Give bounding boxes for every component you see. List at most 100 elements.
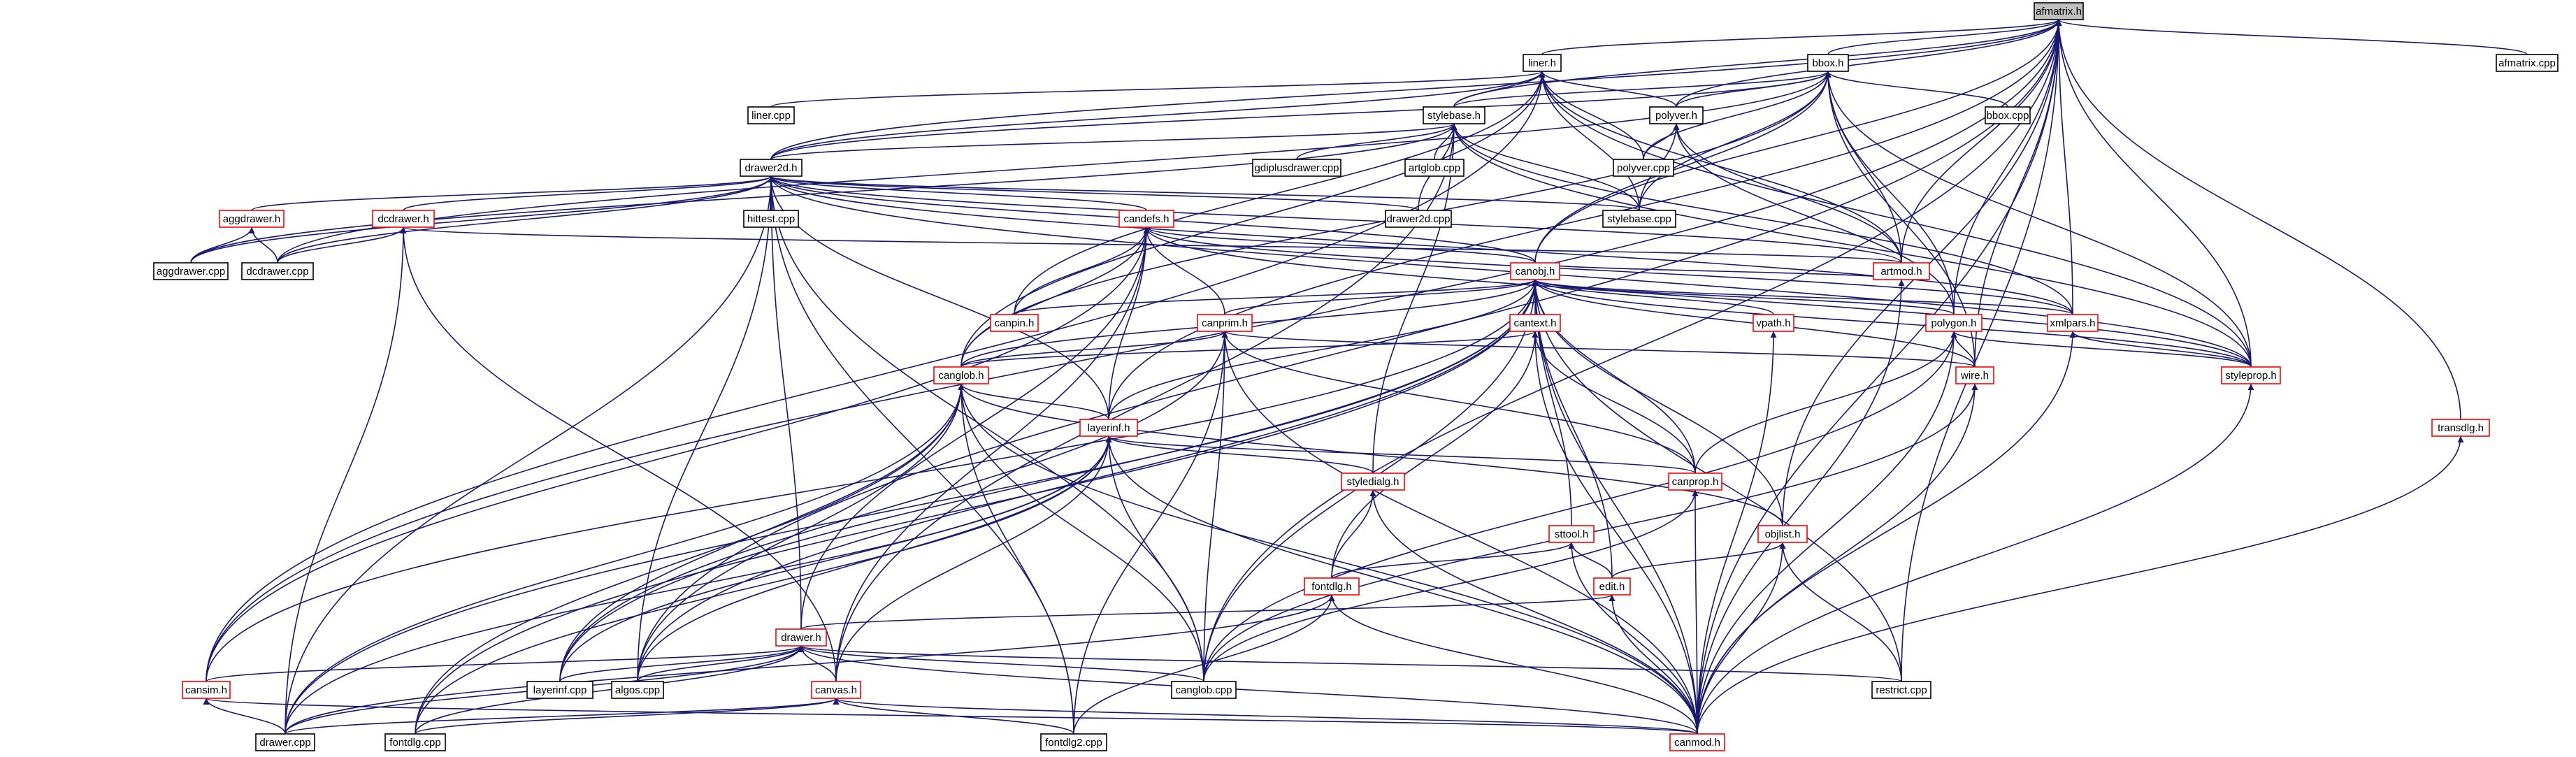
- node-box: [1985, 106, 2031, 124]
- node-canprim-h[interactable]: canprim.h: [1197, 314, 1253, 332]
- edge-polygon_h-to-afmatrix_h: [1953, 19, 2062, 315]
- node-canobj-h[interactable]: canobj.h: [1510, 262, 1560, 280]
- node-canvas-h[interactable]: canvas.h: [811, 681, 861, 699]
- node-label: vpath.h: [1756, 317, 1790, 329]
- node-artmod-h[interactable]: artmod.h: [1873, 262, 1930, 280]
- node-canpin-h[interactable]: canpin.h: [990, 314, 1039, 332]
- node-box: [933, 366, 989, 384]
- node-box: [1757, 525, 1808, 543]
- node-label: fontdlg2.cpp: [1045, 737, 1102, 749]
- node-fontdlg-h[interactable]: fontdlg.h: [1304, 577, 1360, 596]
- edge-canmod_h-to-transdlg_h: [1697, 435, 2464, 735]
- edge-layerinf_h-to-candefs_h: [1108, 226, 1150, 420]
- node-box: [775, 628, 827, 647]
- node-afmatrix-cpp[interactable]: afmatrix.cpp: [2496, 54, 2559, 72]
- edge-xmlpars_h-to-stylebase_h: [1451, 123, 2073, 315]
- node-bbox-cpp[interactable]: bbox.cpp: [1985, 106, 2031, 124]
- node-gdiplusdrawer-cpp[interactable]: gdiplusdrawer.cpp: [1252, 159, 1341, 177]
- edge-canglob_cpp-to-canglob_h: [958, 383, 1204, 682]
- node-canglob-h[interactable]: canglob.h: [933, 366, 989, 384]
- node-canprop-h[interactable]: canprop.h: [1668, 473, 1722, 491]
- node-box: [1404, 159, 1465, 177]
- edge-fontdlg_cpp-to-canglob_h: [415, 383, 965, 735]
- node-drawer2d-h[interactable]: drawer2d.h: [740, 159, 803, 177]
- node-hittest-cpp[interactable]: hittest.cpp: [743, 210, 799, 228]
- edge-fontdlg_cpp-to-drawer_h: [415, 645, 805, 735]
- node-label: transdlg.h: [2438, 422, 2484, 434]
- node-aggdrawer-cpp[interactable]: aggdrawer.cpp: [153, 262, 229, 280]
- node-label: styledialg.h: [1346, 476, 1399, 488]
- node-restrict-cpp[interactable]: restrict.cpp: [1871, 681, 1931, 699]
- node-box: [1955, 366, 1994, 384]
- node-layerinf-h[interactable]: layerinf.h: [1079, 419, 1138, 437]
- node-algos-cpp[interactable]: algos.cpp: [611, 681, 664, 699]
- edge-fontdlg2_cpp-to-fontdlg_h: [1073, 594, 1335, 735]
- edge-fontdlg_h-to-sttool_h: [1331, 542, 1575, 579]
- node-box: [1304, 577, 1360, 596]
- edge-canglob_cpp-to-canprop_h: [1203, 489, 1699, 682]
- node-drawer-h[interactable]: drawer.h: [775, 628, 827, 647]
- node-box: [990, 314, 1039, 332]
- node-box: [2431, 419, 2490, 437]
- node-box: [1602, 210, 1676, 228]
- node-transdlg-h[interactable]: transdlg.h: [2431, 419, 2490, 437]
- edge-styleprop_h-to-xmlpars_h: [2069, 331, 2252, 368]
- node-layerinf-cpp[interactable]: layerinf.cpp: [526, 681, 593, 699]
- edge-polygon_h-to-polyver_h: [1673, 123, 1955, 315]
- node-polygon-h[interactable]: polygon.h: [1925, 314, 1983, 332]
- node-canglob-cpp[interactable]: canglob.cpp: [1171, 681, 1237, 699]
- node-wire-h[interactable]: wire.h: [1955, 366, 1994, 384]
- node-objlist-h[interactable]: objlist.h: [1757, 525, 1808, 543]
- edge-restrict_cpp-to-drawer_h: [798, 645, 1902, 682]
- node-styleprop-h[interactable]: styleprop.h: [2221, 366, 2281, 384]
- edge-canmod_h-to-afmatrix_h: [1697, 19, 2062, 735]
- edge-cansim_h-to-liner_h: [206, 71, 1546, 682]
- edge-canmod_h-to-polygon_h: [1697, 331, 1957, 735]
- node-stylebase-h[interactable]: stylebase.h: [1423, 106, 1485, 124]
- node-xmlpars-h[interactable]: xmlpars.h: [2047, 314, 2099, 332]
- node-box: [526, 681, 593, 699]
- node-cansim-h[interactable]: cansim.h: [182, 681, 231, 699]
- node-afmatrix-h[interactable]: afmatrix.h: [2034, 2, 2084, 20]
- node-fontdlg-cpp[interactable]: fontdlg.cpp: [384, 733, 446, 751]
- edge-polyver_h-to-liner_h: [1539, 71, 1677, 108]
- edge-canmod_h-to-drawer_h: [798, 645, 1698, 735]
- node-artglob-cpp[interactable]: artglob.cpp: [1404, 159, 1465, 177]
- edge-canprop_h-to-canobj_h: [1532, 279, 1696, 474]
- edge-canglob_h-to-canprim_h: [960, 331, 1228, 368]
- edge-dcdrawer_cpp-to-dcdrawer_h: [277, 226, 407, 264]
- edge-algos_cpp-to-afmatrix_h: [637, 19, 2062, 682]
- node-drawer-cpp[interactable]: drawer.cpp: [255, 733, 315, 751]
- node-box: [2034, 2, 2084, 20]
- node-vpath-h[interactable]: vpath.h: [1753, 314, 1794, 332]
- node-label: afmatrix.cpp: [2498, 57, 2556, 69]
- edge-styleprop_h-to-bbox_h: [1825, 71, 2252, 368]
- node-label: drawer2d.cpp: [1387, 213, 1451, 225]
- node-polyver-h[interactable]: polyver.h: [1649, 106, 1704, 124]
- edge-canobj_h-to-candefs_h: [1143, 226, 1536, 264]
- node-cantext-h[interactable]: cantext.h: [1509, 314, 1561, 332]
- node-stylebase-cpp[interactable]: stylebase.cpp: [1602, 210, 1676, 228]
- node-label: drawer.cpp: [259, 737, 310, 749]
- node-drawer2d-cpp[interactable]: drawer2d.cpp: [1385, 210, 1452, 228]
- node-canmod-h[interactable]: canmod.h: [1669, 733, 1725, 751]
- node-dcdrawer-h[interactable]: dcdrawer.h: [372, 210, 435, 228]
- node-edit-h[interactable]: edit.h: [1593, 577, 1631, 596]
- node-styledialg-h[interactable]: styledialg.h: [1341, 473, 1405, 491]
- node-aggdrawer-h[interactable]: aggdrawer.h: [219, 210, 285, 228]
- node-liner-h[interactable]: liner.h: [1523, 54, 1562, 72]
- edge-layerinf_cpp-to-canprim_h: [559, 331, 1228, 682]
- node-dcdrawer-cpp[interactable]: dcdrawer.cpp: [241, 262, 314, 280]
- edge-styledialg_h-to-layerinf_h: [1105, 435, 1374, 474]
- node-liner-cpp[interactable]: liner.cpp: [747, 106, 795, 124]
- edge-canobj_h-to-afmatrix_h: [1534, 19, 2062, 264]
- edge-canmod_h-to-canobj_h: [1532, 279, 1698, 735]
- node-fontdlg2-cpp[interactable]: fontdlg2.cpp: [1040, 733, 1107, 751]
- edge-canmod_h-to-cantext_h: [1532, 331, 1698, 735]
- node-polyver-cpp[interactable]: polyver.cpp: [1613, 159, 1674, 177]
- node-candefs-h[interactable]: candefs.h: [1118, 210, 1174, 228]
- node-sttool-h[interactable]: sttool.h: [1548, 525, 1595, 543]
- node-bbox-h[interactable]: bbox.h: [1807, 54, 1849, 72]
- node-label: liner.cpp: [751, 110, 791, 122]
- edge-drawer_h-to-drawer2d_h: [768, 175, 802, 630]
